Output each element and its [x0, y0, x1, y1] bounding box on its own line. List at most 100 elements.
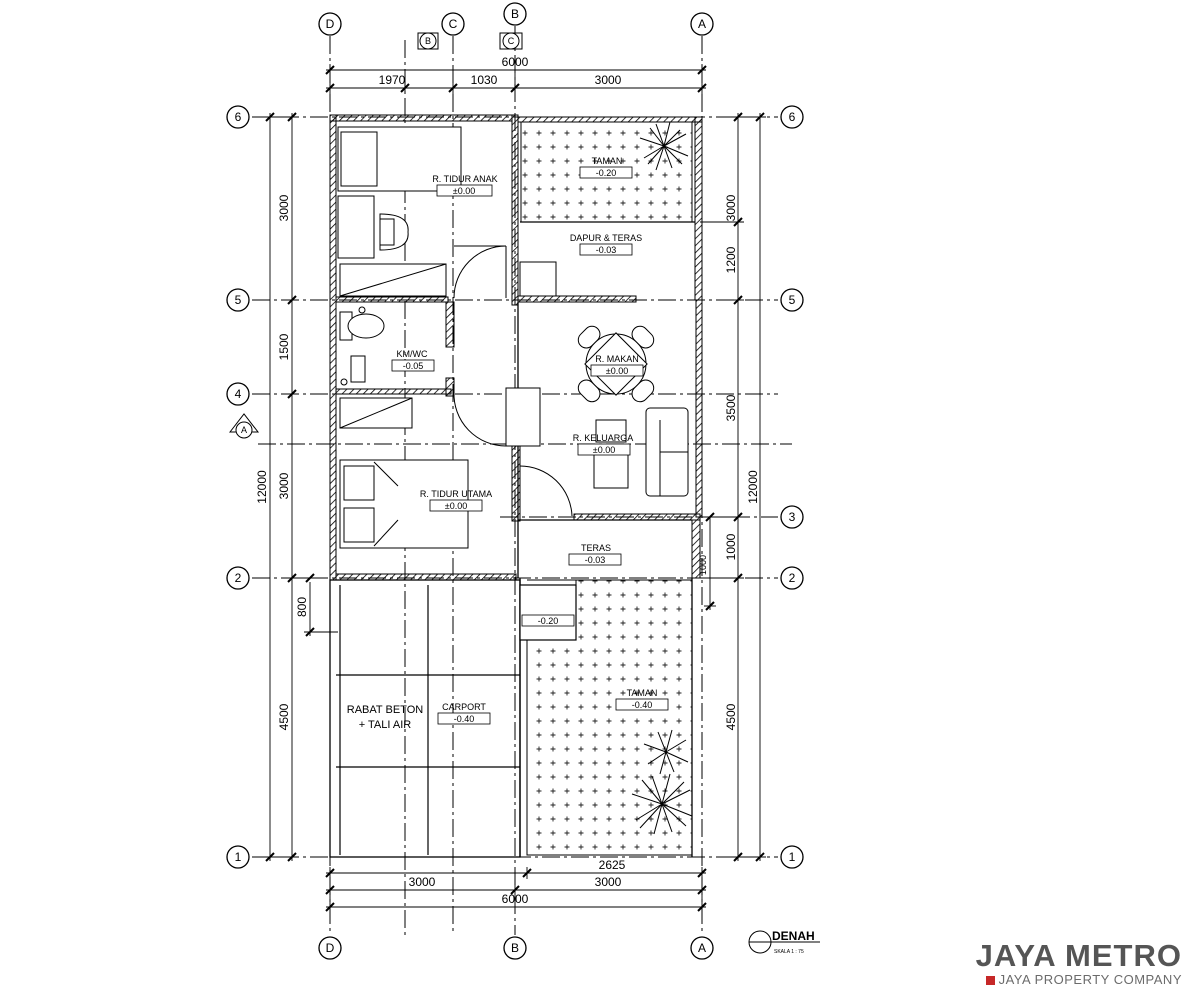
grid-bubble-top-a: [690, 12, 714, 36]
room-level: -0.03: [596, 245, 617, 255]
grid-label-bottom-d: D: [326, 941, 335, 955]
grid-bubbles: [226, 2, 804, 960]
grid-label-left-5: 5: [235, 293, 242, 307]
room-level: ±0.00: [606, 366, 628, 376]
grid-bubble-right-2: [780, 566, 804, 590]
room-name: R. MAKAN: [595, 354, 639, 364]
brand-square-icon: [985, 976, 995, 985]
brand-subtitle-text: JAYA PROPERTY COMPANY: [998, 972, 1182, 987]
section-mark-c: C: [508, 36, 515, 46]
dim-right-1200: 1200: [724, 246, 738, 273]
grid-label-left-2: 2: [235, 571, 242, 585]
grid-label-right-2: 2: [789, 571, 796, 585]
rabat-line-2: + TALI AIR: [359, 719, 412, 731]
section-mark-a: A: [241, 425, 247, 435]
room-name: R. TIDUR ANAK: [432, 174, 497, 184]
dim-right-3000: 3000: [724, 194, 738, 221]
grid-label-top-a: A: [698, 17, 706, 31]
dim-right-1000-small: 1000: [698, 555, 708, 575]
grid-label-bottom-a: A: [698, 941, 706, 955]
dim-right-4500: 4500: [724, 703, 738, 730]
room-level: -0.40: [632, 700, 653, 710]
room-name: DAPUR & TERAS: [570, 233, 642, 243]
grid-bubble-right-1: [780, 845, 804, 869]
grid-label-right-1: 1: [789, 850, 796, 864]
dim-top-1970: 1970: [379, 73, 406, 87]
dim-bottom-total: 6000: [502, 892, 529, 906]
drawing-title: DENAH SKALA 1 : 75: [748, 929, 820, 955]
grid-label-right-5: 5: [789, 293, 796, 307]
dim-top-1030: 1030: [471, 73, 498, 87]
dim-left-3000-top: 3000: [277, 194, 291, 221]
grid-label-left-6: 6: [235, 110, 242, 124]
dim-bottom-3000-left: 3000: [409, 875, 436, 889]
section-markers: [228, 32, 523, 439]
dim-left-3000-mid: 3000: [277, 472, 291, 499]
grid-label-right-3: 3: [789, 510, 796, 524]
doors: [453, 245, 573, 517]
dimension-ticks: [265, 65, 765, 912]
grid-label-top-d: D: [326, 17, 335, 31]
brand-name: JAYA METRO: [975, 938, 1182, 973]
walls: [329, 114, 703, 581]
room-level: -0.03: [585, 555, 606, 565]
section-marker-labels: B C A: [241, 36, 515, 435]
rabat-label: RABAT BETON + TALI AIR: [347, 704, 423, 731]
grid-bubble-bottom-d: [318, 936, 342, 960]
grid-bubble-right-5: [780, 288, 804, 312]
grid-label-top-b: B: [511, 7, 519, 21]
furniture: [337, 126, 689, 549]
grid-label-left-4: 4: [235, 387, 242, 401]
title-scale: SKALA 1 : 75: [774, 949, 804, 955]
rabat-line-1: RABAT BETON: [347, 704, 423, 716]
grid-bubble-top-b: [503, 2, 527, 26]
room-level: -0.20: [596, 168, 617, 178]
grid-bubble-bottom-b: [503, 936, 527, 960]
carport-grid: [336, 585, 520, 855]
grid-bubble-labels: D C B A D B A 6 5 4 2 1 6 5 3 2 1: [235, 7, 796, 955]
dim-right-3500: 3500: [724, 394, 738, 421]
room-name: TAMAN: [627, 688, 658, 698]
dim-left-800: 800: [295, 597, 309, 617]
grid-bubble-bottom-a: [690, 936, 714, 960]
grid-bubble-right-6: [780, 105, 804, 129]
grid-label-bottom-b: B: [511, 941, 519, 955]
room-name: TAMAN: [592, 156, 623, 166]
grid-bubble-left-5: [226, 288, 250, 312]
grid-bubble-left-4: [226, 382, 250, 406]
brand-subtitle: JAYA PROPERTY COMPANY: [976, 972, 1182, 987]
dim-bottom-3000-right: 3000: [595, 875, 622, 889]
grid-label-top-c: C: [449, 17, 458, 31]
grid-bubble-left-2: [226, 566, 250, 590]
grid-bubble-left-6: [226, 105, 250, 129]
room-name: R. TIDUR UTAMA: [420, 489, 492, 499]
room-name: R. KELUARGA: [573, 433, 634, 443]
dim-left-1500: 1500: [277, 333, 291, 360]
room-level: -0.05: [403, 361, 424, 371]
room-name: TERAS: [581, 543, 611, 553]
room-level: -0.20: [538, 616, 559, 626]
dim-right-1000: 1000: [724, 533, 738, 560]
plant-icon: [631, 121, 693, 835]
dim-bottom-2625: 2625: [599, 858, 626, 872]
title-main: DENAH: [772, 929, 815, 943]
dim-left-4500: 4500: [277, 703, 291, 730]
grid-bubble-top-d: [318, 12, 342, 36]
grid-label-left-1: 1: [235, 850, 242, 864]
room-level: ±0.00: [593, 445, 615, 455]
dim-top-total: 6000: [502, 55, 529, 69]
grid-label-right-6: 6: [789, 110, 796, 124]
dim-left-total: 12000: [255, 470, 269, 504]
room-level: ±0.00: [453, 186, 475, 196]
brand-block: JAYA METRO JAYA PROPERTY COMPANY: [975, 938, 1182, 988]
room-level: ±0.00: [445, 501, 467, 511]
section-mark-b: B: [425, 36, 431, 46]
room-name: CARPORT: [442, 702, 486, 712]
dim-top-3000: 3000: [595, 73, 622, 87]
room-level: -0.40: [454, 714, 475, 724]
step-box: [519, 584, 577, 641]
dim-right-total: 12000: [746, 470, 760, 504]
grid-bubble-left-1: [226, 845, 250, 869]
dimension-labels: 6000 1970 1030 3000 2625 3000 3000 6000 …: [255, 55, 760, 906]
room-labels: R. TIDUR ANAK ±0.00 TAMAN -0.20 DAPUR & …: [391, 156, 669, 725]
